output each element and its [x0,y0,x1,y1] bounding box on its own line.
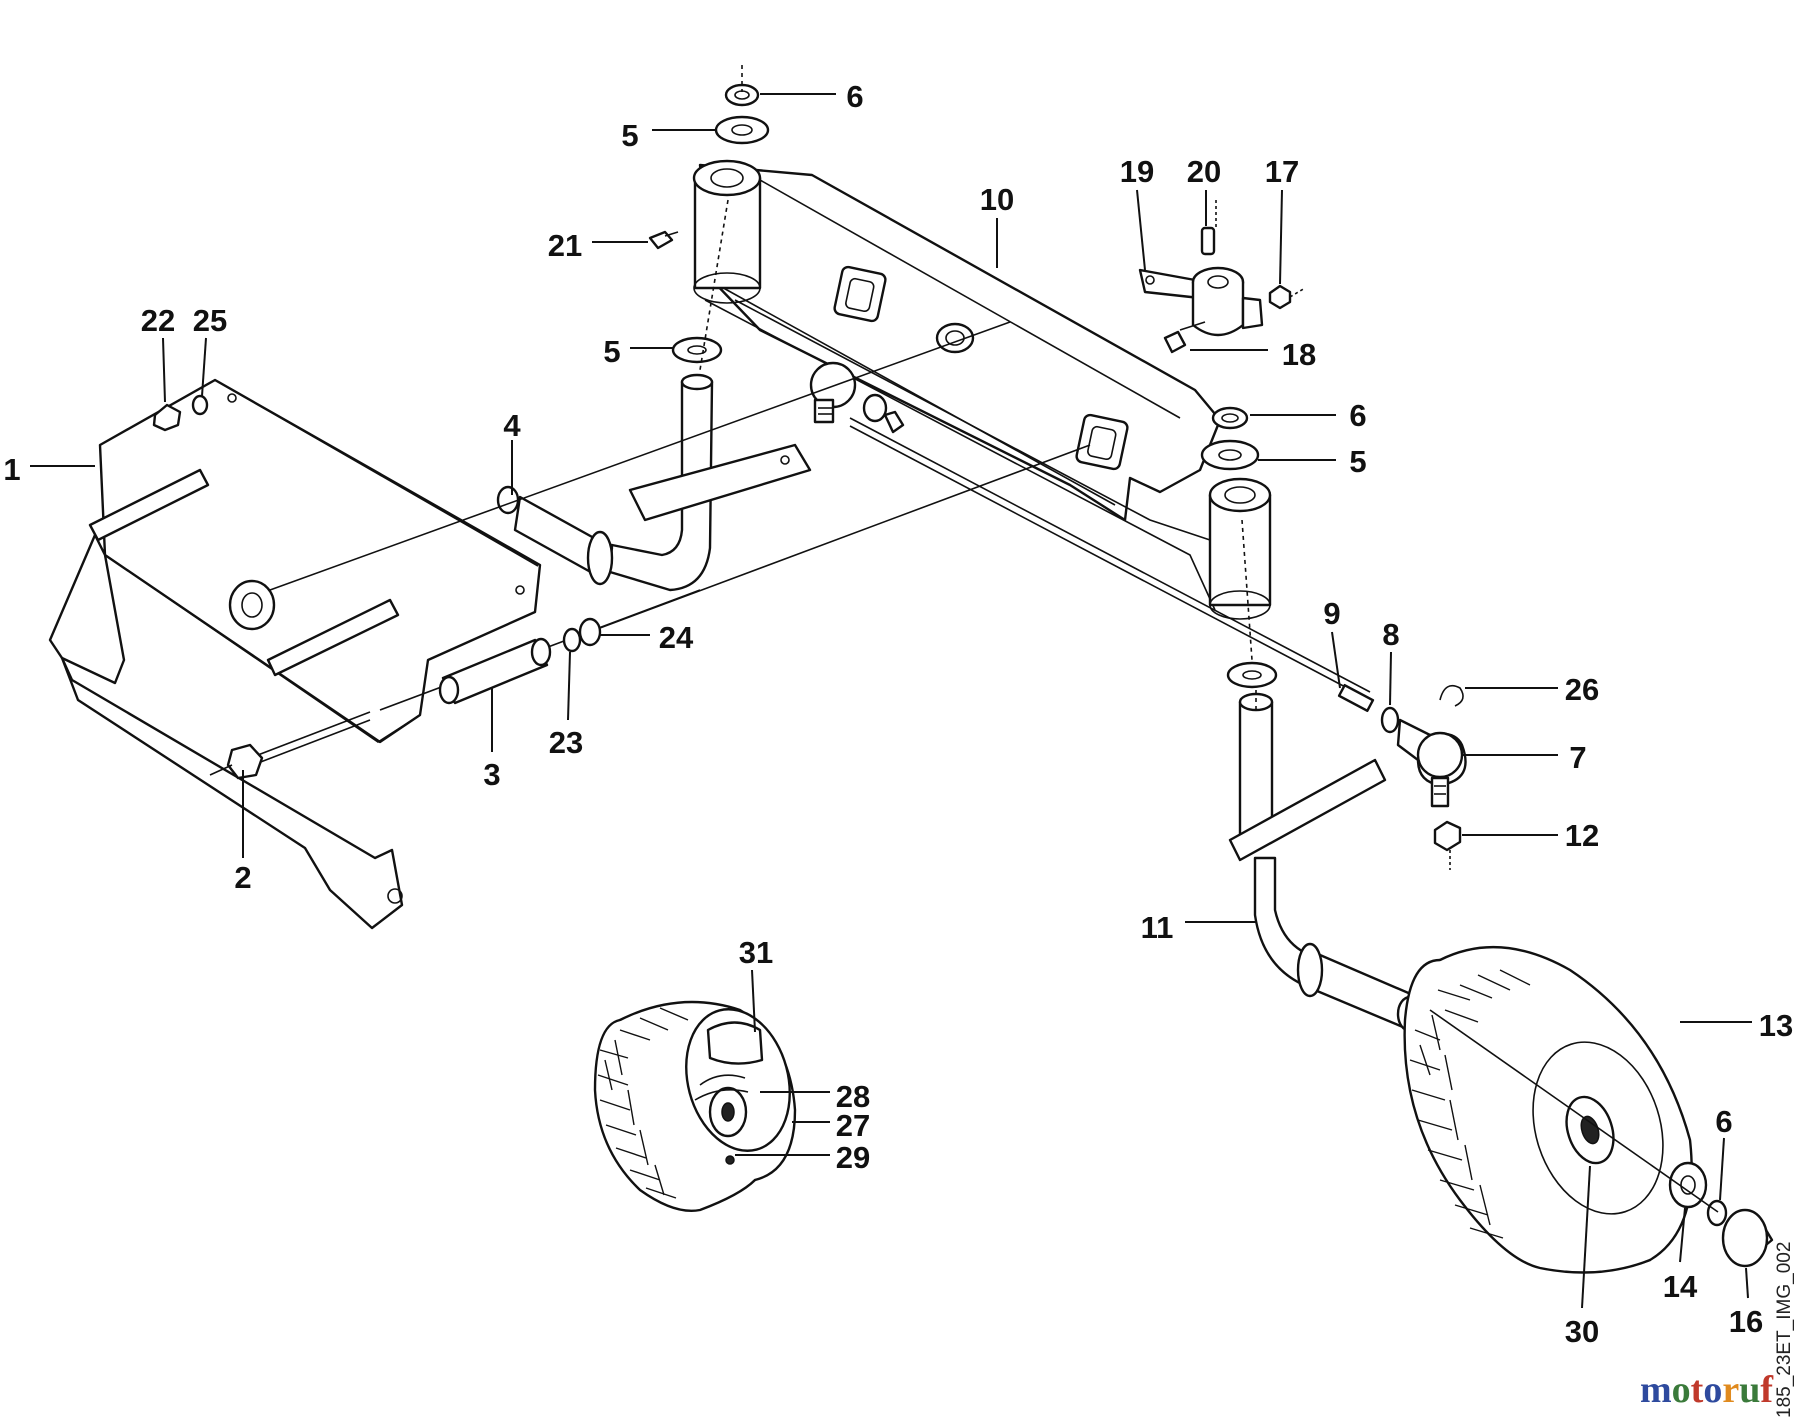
callout-label: 1 [3,452,20,487]
callout-label: 5 [603,334,620,369]
callout-label: 29 [836,1140,870,1175]
callout-label: 6 [1349,398,1366,433]
right-spindle [1228,692,1424,1033]
callout-label: 4 [503,408,521,443]
callout-label: 8 [1382,617,1399,652]
callout-label: 16 [1729,1304,1763,1339]
callout-label: 12 [1565,818,1599,853]
callout-label: 25 [193,303,227,338]
leader-lines [30,93,1752,1309]
callout-label: 17 [1265,154,1299,189]
callout-label: 27 [836,1108,870,1143]
callout-label: 7 [1569,740,1586,775]
washers [671,83,1278,689]
center-lines [269,65,1451,870]
callout-label: 5 [1349,444,1366,479]
callout-label: 28 [836,1079,870,1114]
nut-24 [562,617,602,653]
callout-label: 10 [980,182,1014,217]
front-bracket [48,378,542,930]
brand-letter: u [1739,1369,1760,1411]
steering-arm-bracket [1138,226,1292,354]
callout-label: 23 [549,725,583,760]
callout-labels: 1 2 3 4 5 6 21 5 10 19 20 17 18 22 25 6 … [3,79,1793,1349]
ball-joint-upper [809,361,905,434]
bolt-22 [152,394,209,432]
callout-label: 6 [846,79,863,114]
image-code: 185_23ET_IMG_002 [1774,1242,1795,1418]
brand-letter: t [1691,1369,1704,1411]
tie-rod-end-right [1337,683,1467,852]
callout-label: 24 [659,620,694,655]
left-spindle [496,373,812,592]
axle-beam [698,163,1222,611]
callout-label: 6 [1715,1104,1732,1139]
brand-letter: o [1703,1369,1722,1411]
brand-letter: r [1722,1369,1739,1411]
callout-label: 22 [141,303,175,338]
left-wheel [593,1000,797,1212]
callout-label: 13 [1759,1008,1793,1043]
callout-label: 2 [234,860,251,895]
callout-label: 9 [1323,596,1340,631]
callout-label: 19 [1120,154,1154,189]
callout-label: 3 [483,757,500,792]
brand-letter: f [1760,1369,1774,1411]
right-pivot-tube [1208,477,1272,620]
brand-letter: o [1672,1369,1691,1411]
callout-label: 5 [621,118,638,153]
callout-label: 18 [1282,337,1316,372]
callout-label: 14 [1663,1269,1698,1304]
callout-label: 30 [1565,1314,1599,1349]
brand-logo: motoruf [1640,1369,1774,1411]
callout-label: 11 [1141,910,1174,945]
callout-label: 21 [548,228,582,263]
callout-label: 26 [1565,672,1599,707]
callout-label: 20 [1187,154,1221,189]
callout-label: 31 [739,935,773,970]
tube-3 [438,637,552,705]
grease-nipple-21 [648,230,679,250]
left-pivot-tube [692,159,762,304]
brand-letter: m [1640,1369,1672,1411]
